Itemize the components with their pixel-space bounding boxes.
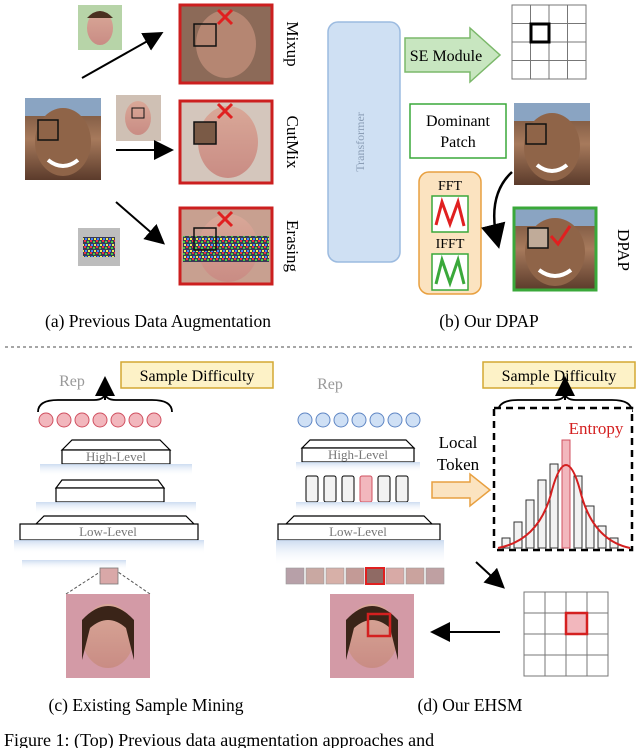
mixup-source-face <box>78 5 122 50</box>
input-face-d <box>330 594 414 678</box>
mixup-x-mark <box>216 8 234 26</box>
caption-c: (c) Existing Sample Mining <box>49 695 244 715</box>
low-level-label-d: Low-Level <box>329 524 387 539</box>
se-module-label: SE Module <box>410 48 482 65</box>
source-face-image <box>25 98 101 180</box>
cutmix-source-face <box>116 95 161 141</box>
fft-label: FFT <box>438 179 463 194</box>
label-mixup: Mixup <box>283 21 302 66</box>
cutmix-x-mark <box>216 102 234 120</box>
patch-strip <box>285 567 445 585</box>
arrow-to-mixup <box>81 32 164 79</box>
sample-difficulty-box-c: Sample Difficulty <box>120 361 274 389</box>
rep-tokens-c <box>38 412 162 428</box>
dpap-input-face <box>514 103 590 185</box>
erasing-result-image <box>178 206 274 286</box>
erasing-noise-patch <box>78 228 120 266</box>
cutmix-result-image <box>178 99 274 185</box>
figure-footer-text: Figure 1: (Top) Previous data augmentati… <box>4 730 434 748</box>
label-cutmix: CutMix <box>283 116 302 169</box>
high-level-label-c: High-Level <box>86 449 146 464</box>
input-face-c <box>66 594 150 678</box>
low-level-label-c: Low-Level <box>79 524 137 539</box>
rep-label-c: Rep <box>59 373 85 390</box>
sample-difficulty-label-d: Sample Difficulty <box>502 368 617 385</box>
layer-stack-d: High-Level Low-Level <box>276 439 444 566</box>
arrow-to-grid <box>475 561 505 589</box>
dpap-label: DPAP <box>614 229 633 271</box>
caption-d: (d) Our EHSM <box>418 695 523 715</box>
local-token-label-2: Token <box>437 455 480 474</box>
ifft-wave-icon <box>434 254 466 288</box>
rep-label-d: Rep <box>317 376 343 393</box>
patch-box <box>37 119 59 141</box>
caption-a: (a) Previous Data Augmentation <box>45 311 271 331</box>
fft-panel: FFT IFFT <box>418 171 482 295</box>
entropy-label: Entropy <box>569 419 624 438</box>
fft-wave-icon <box>434 196 466 229</box>
dpap-output-face <box>512 206 598 292</box>
entropy-histogram: Entropy <box>492 406 634 552</box>
ifft-label: IFFT <box>436 237 465 252</box>
layer-stack-c: High-Level Low-Level <box>14 439 204 570</box>
input-thumbnail-c <box>65 567 151 595</box>
se-module-arrow: SE Module <box>404 26 502 84</box>
curved-arrow-to-dpap <box>481 171 513 249</box>
dominant-label-2: Patch <box>440 134 476 151</box>
transformer-label: Transformer <box>353 112 367 172</box>
attention-grid-bottom <box>523 591 609 677</box>
local-token-label-1: Local <box>439 433 478 452</box>
label-erasing: Erasing <box>283 220 302 272</box>
transformer-block: Transformer <box>327 21 401 263</box>
check-mark-icon <box>549 225 572 247</box>
rep-tokens-d <box>297 412 421 428</box>
arrow-to-erasing <box>115 201 166 245</box>
sample-difficulty-label-c: Sample Difficulty <box>140 368 255 385</box>
caption-b: (b) Our DPAP <box>439 311 539 331</box>
mixup-result-image <box>178 3 274 85</box>
local-tokens <box>305 475 409 503</box>
high-level-label-d: High-Level <box>328 447 388 462</box>
sample-difficulty-box-d: Sample Difficulty <box>482 361 636 389</box>
attention-grid-top <box>511 4 587 80</box>
erasing-x-mark <box>216 210 234 228</box>
dominant-patch-box: Dominant Patch <box>409 103 507 159</box>
dominant-label-1: Dominant <box>426 113 491 130</box>
local-token-arrow <box>431 472 492 508</box>
